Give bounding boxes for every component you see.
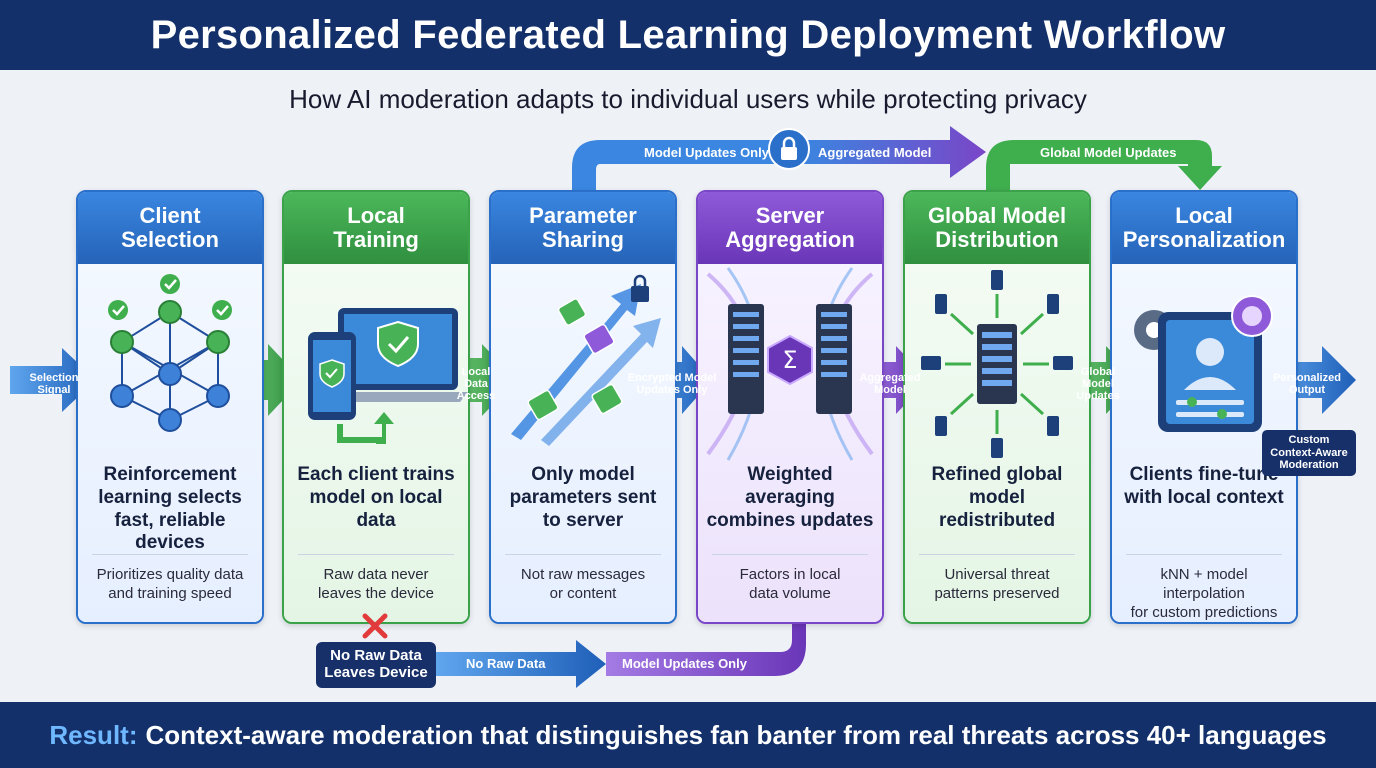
result-banner: Result: Context-aware moderation that di… (0, 702, 1376, 768)
label-local-data-access: Local Data Access (456, 366, 496, 403)
server-devices-icon (921, 270, 1073, 458)
no-raw-data-x-icon (361, 612, 389, 640)
card-title: Global Model Distribution (905, 192, 1089, 264)
card-server-aggregation: Server Aggregation Σ Weighted averaging … (696, 190, 884, 624)
label-bottom-model-updates: Model Updates Only (622, 656, 747, 671)
card-main-text: Refined global model redistributed (931, 464, 1063, 531)
card-sub-text: Universal threat patterns preserved (934, 566, 1060, 602)
result-label: Result: (49, 719, 138, 750)
card-main-text: Reinforcement learning selects fast, rel… (98, 464, 242, 554)
divider (1126, 554, 1282, 555)
label-bottom-no-raw-data: No Raw Data (466, 656, 546, 671)
card-title: Local Training (284, 192, 468, 264)
card-local-personalization: Local Personalization Clients fine-tune … (1110, 190, 1298, 624)
title-banner: Personalized Federated Learning Deployme… (0, 0, 1376, 70)
laptop-phone-shield-icon (308, 308, 468, 444)
divider (505, 554, 661, 555)
personalized-tablet-icon (1134, 295, 1273, 432)
divider (919, 554, 1075, 555)
bottom-arrow-model-updates (606, 624, 806, 676)
card-main-text: Weighted averaging combines updates (706, 464, 874, 531)
card-title: Parameter Sharing (491, 192, 675, 264)
card-main-text: Each client trains model on local data (297, 464, 455, 531)
divider (92, 554, 248, 555)
card-main-text: Clients fine-tune with local context (1124, 464, 1284, 508)
card-global-distribution: Global Model Distribution Refined global… (903, 190, 1091, 624)
top-arrow-global-updates (986, 140, 1222, 190)
label-top-aggregated-model: Aggregated Model (818, 145, 932, 160)
card-title: Server Aggregation (698, 192, 882, 264)
card-title: Client Selection (78, 192, 262, 264)
custom-moderation-box: Custom Context-Aware Moderation (1262, 430, 1356, 476)
page-title: Personalized Federated Learning Deployme… (150, 12, 1226, 57)
card-sub-text: Not raw messages or content (520, 566, 646, 602)
card-sub-text: Factors in local data volume (739, 566, 841, 602)
label-personalized-output: Personalized Output (1273, 372, 1341, 397)
result-text: Context-aware moderation that distinguis… (145, 719, 1327, 750)
label-selection-signal: Selection Signal (29, 372, 79, 397)
divider (712, 554, 868, 555)
label-encrypted-updates: Encrypted Model Updates Only (627, 372, 717, 397)
divider (298, 554, 454, 555)
label-aggregated-model: Aggregated Model (859, 372, 921, 397)
page-subtitle: How AI moderation adapts to individual u… (289, 84, 1087, 114)
no-raw-data-box: No Raw Data Leaves Device (316, 642, 436, 688)
card-sub-text: Raw data never leaves the device (318, 566, 434, 602)
card-parameter-sharing: Parameter Sharing Only model parameters … (489, 190, 677, 624)
connector-selection-signal (10, 348, 96, 412)
card-sub-text: Prioritizes quality data and training sp… (96, 566, 244, 602)
server-sigma-icon: Σ (706, 267, 874, 461)
lock-icon (768, 128, 810, 170)
card-sub-text: kNN + model interpolation for custom pre… (1130, 566, 1278, 621)
network-nodes-icon (108, 274, 232, 432)
label-global-model-updates: Global Model Updates (1076, 366, 1120, 403)
label-top-global-updates: Global Model Updates (1040, 145, 1177, 160)
label-top-model-updates: Model Updates Only (644, 145, 769, 160)
bottom-arrow-no-raw-data (436, 640, 606, 688)
card-client-selection: Client Selection Reinforcement learning … (76, 190, 264, 624)
card-title: Local Personalization (1112, 192, 1296, 264)
card-main-text: Only model parameters sent to server (509, 464, 657, 531)
card-local-training: Local Training Each client trains model … (282, 190, 470, 624)
svg-text:Σ: Σ (782, 346, 797, 374)
encrypted-packets-icon (511, 274, 661, 446)
